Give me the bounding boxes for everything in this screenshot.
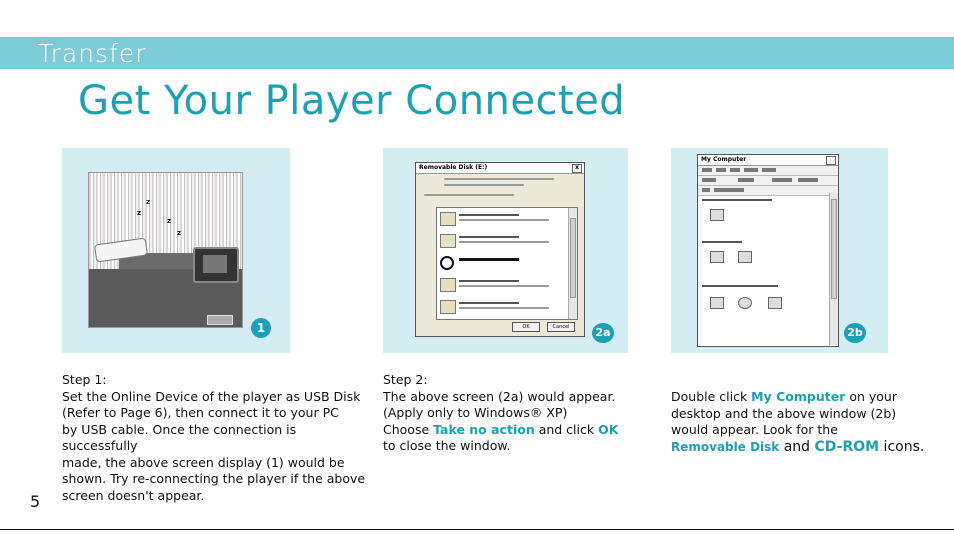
step-2-line: to close the window. [383, 438, 511, 453]
folder-icon [440, 300, 456, 314]
step-3-text: Double click My Computer on your desktop… [671, 389, 951, 455]
step-1-text: Step 1: Set the Online Device of the pla… [62, 372, 372, 504]
step-3-line: Removable Disk and CD-ROM icons. [671, 439, 951, 456]
scroll-thumb[interactable] [570, 218, 576, 298]
pc-monitor-illustration [193, 247, 239, 283]
scroll-thumb[interactable] [831, 199, 837, 299]
choose-prefix: Choose [383, 421, 434, 437]
choose-middle: and click [534, 421, 599, 437]
cd-rom-icon[interactable] [738, 297, 752, 309]
step-2-text: Step 2: The above screen (2a) would appe… [383, 372, 663, 455]
icons-word: icons. [879, 438, 925, 455]
toolbar [698, 176, 838, 186]
window-title: My Computer [701, 156, 747, 163]
window-scrollbar[interactable] [829, 193, 838, 345]
floor-shadow [119, 253, 209, 271]
no-action-icon [440, 256, 454, 270]
list-item[interactable] [437, 274, 577, 296]
group-heading [702, 285, 778, 287]
player-screen-illustration: z z z z [88, 172, 243, 328]
step-3-line: would appear. Look for the [671, 422, 838, 437]
window-titlebar: My Computer [698, 155, 838, 166]
step-3-suffix: on your [845, 389, 897, 404]
removable-disk-highlight: Removable Disk [671, 439, 780, 454]
list-item-take-no-action[interactable] [437, 252, 577, 274]
action-list[interactable] [436, 207, 578, 320]
step-3-line: desktop and the above window (2b) [671, 405, 897, 421]
dialog-titlebar: Removable Disk (E:) x [416, 163, 584, 174]
figure-2a-panel: Removable Disk (E:) x OK Cancel 2a [383, 148, 628, 353]
sleep-z-glyph: z [177, 229, 182, 237]
cd-rom-highlight: CD-ROM [814, 438, 880, 455]
figure-2b-panel: My Computer [671, 148, 888, 353]
step-1-line: shown. Try re-connecting the player if t… [62, 471, 366, 486]
list-item[interactable] [437, 230, 577, 252]
dialog-title: Removable Disk (E:) [419, 164, 488, 171]
section-label: Transfer [38, 39, 147, 68]
removable-disk-dialog: Removable Disk (E:) x OK Cancel [415, 162, 585, 337]
step-1-line: Set the Online Device of the player as U… [62, 388, 361, 404]
close-icon[interactable]: x [572, 164, 582, 173]
close-icon[interactable] [826, 156, 836, 165]
step-1-line: by USB cable. Once the connection is suc… [62, 421, 297, 454]
take-no-action-highlight: Take no action [433, 421, 535, 437]
step-1-line: made, the above screen display (1) would… [62, 454, 345, 470]
dialog-question-line [424, 194, 514, 196]
step-3-line: Double click My Computer on your [671, 389, 951, 406]
cancel-button[interactable]: Cancel [547, 322, 575, 332]
my-computer-window: My Computer [697, 154, 839, 347]
list-item[interactable] [437, 208, 577, 230]
step-1-line: (Refer to Page 6), then connect it to yo… [62, 405, 339, 420]
ok-highlight: OK [598, 421, 619, 437]
sleep-z-glyph: z [146, 198, 151, 206]
usb-connector-illustration [207, 315, 233, 325]
figure-1-panel: z z z z 1 [62, 148, 290, 353]
bottom-rule [0, 529, 954, 530]
removable-disk-icon[interactable] [768, 297, 782, 309]
printer-icon [440, 278, 456, 292]
group-heading [702, 199, 772, 201]
page-number: 5 [30, 492, 41, 511]
dialog-description-line [444, 184, 524, 186]
address-bar[interactable] [698, 186, 838, 196]
my-computer-highlight: My Computer [751, 389, 846, 404]
step-2-line: (Apply only to Windows® XP) [383, 405, 568, 420]
sleep-z-glyph: z [137, 209, 142, 217]
step-1-heading: Step 1: [62, 372, 107, 387]
step-2-line: The above screen (2a) would appear. [383, 388, 616, 404]
folder-icon [440, 234, 456, 248]
step-3-prefix: Double click [671, 389, 752, 404]
page-title: Get Your Player Connected [78, 78, 626, 124]
floppy-drive-icon[interactable] [710, 297, 724, 309]
figure-badge-1: 1 [251, 318, 271, 338]
drive-list [698, 195, 828, 345]
list-item[interactable] [437, 296, 577, 318]
sleep-z-glyph: z [167, 217, 172, 225]
menu-bar [698, 166, 838, 176]
hard-drive-icon[interactable] [710, 251, 724, 263]
hard-drive-icon[interactable] [738, 251, 752, 263]
step-2-line: Choose Take no action and click OK [383, 422, 663, 439]
dialog-description-line [444, 178, 554, 180]
and-word: and [779, 438, 815, 455]
section-band: Transfer [0, 37, 954, 69]
media-icon [440, 212, 456, 226]
step-1-line: screen doesn't appear. [62, 487, 205, 503]
folder-icon[interactable] [710, 209, 724, 221]
figure-badge-2b: 2b [844, 323, 866, 343]
step-2-heading: Step 2: [383, 372, 428, 387]
group-heading [702, 241, 742, 243]
ok-button[interactable]: OK [512, 322, 540, 332]
figure-badge-2a: 2a [592, 323, 614, 343]
list-scrollbar[interactable] [568, 208, 577, 319]
